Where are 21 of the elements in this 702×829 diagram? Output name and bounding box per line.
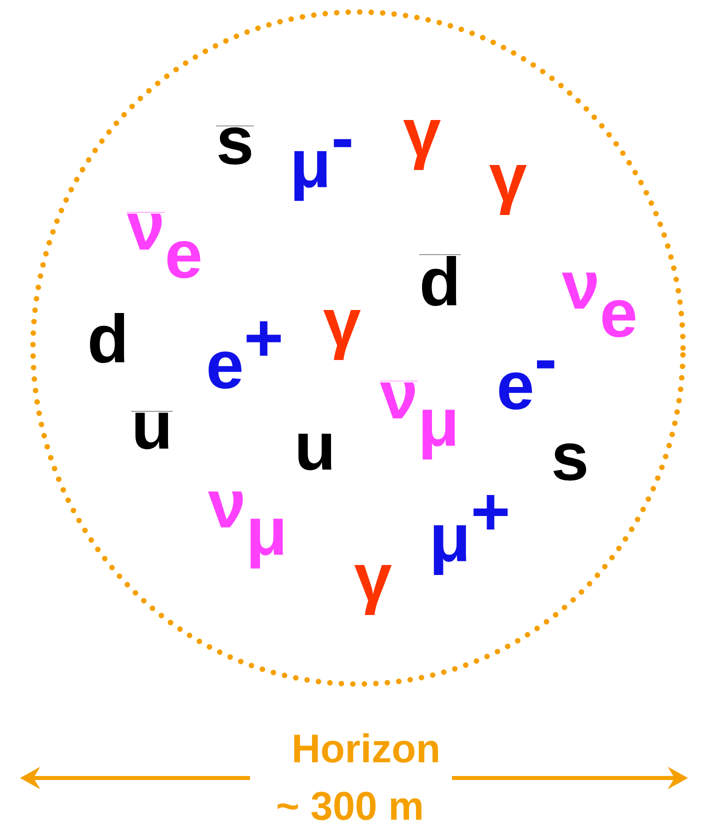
particle-symbol: $\overline{\textbf{ν}}_{\textbf{μ}}$	[380, 381, 455, 460]
particle-symbol: $\textbf{s}$	[553, 443, 586, 481]
particle-symbol: $\textbf{γ}$	[489, 164, 527, 215]
particle-symbol: $\overline{\textbf{u}}$	[131, 411, 173, 450]
particle-symbol: $\textbf{u}$	[298, 434, 332, 470]
particle-symbol: $\textbf{γ}$	[323, 310, 361, 360]
dimension-label: Horizon	[294, 733, 438, 763]
particle-symbol: $\textbf{ν}_{\textbf{e}}$	[562, 272, 636, 338]
particle-symbol: $\textbf{e}^{\textbf{-}}$	[499, 360, 554, 410]
particle-symbol: $\textbf{e}^{\textbf{+}}$	[208, 321, 281, 389]
particle-symbol: $\textbf{d}$	[90, 313, 124, 363]
particle-symbol: $\textbf{γ}$	[403, 120, 441, 170]
particle-symbol: $\overline{\textbf{d}}$	[419, 254, 461, 306]
particle-symbol: $\textbf{μ}^{\textbf{-}}$	[294, 139, 352, 201]
horizon-circle	[30, 9, 686, 687]
particle-symbol: $\overline{\textbf{ν}}_{\textbf{e}}$	[126, 212, 200, 278]
particle-symbol: $\textbf{μ}^{\textbf{+}}$	[434, 494, 508, 575]
dimension-label: ~ 300 m	[278, 792, 422, 820]
particle-symbol: $\textbf{ν}_{\textbf{μ}}$	[208, 491, 283, 569]
particle-symbol: $\textbf{γ}$	[354, 565, 392, 615]
particle-symbol: $\overline{\textbf{s}}$	[216, 126, 254, 165]
